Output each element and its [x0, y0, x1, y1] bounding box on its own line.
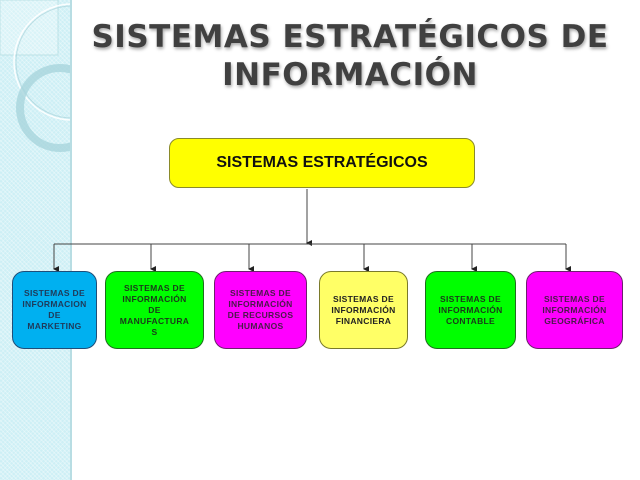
- root-node-label: SISTEMAS ESTRATÉGICOS: [216, 154, 428, 171]
- decorative-side-panel: [0, 0, 72, 480]
- node-recursos-humanos: SISTEMAS DE INFORMACIÓN DE RECURSOS HUMA…: [214, 271, 307, 349]
- slide-title-line-1: SISTEMAS ESTRATÉGICOS DE: [91, 19, 609, 55]
- node-recursos-humanos-label: SISTEMAS DE INFORMACIÓN DE RECURSOS HUMA…: [227, 288, 294, 331]
- node-contable: SISTEMAS DE INFORMACIÓN CONTABLE: [425, 271, 516, 349]
- decorative-circles-icon: [0, 0, 70, 152]
- node-manufactura: SISTEMAS DE INFORMACIÓN DE MANUFACTURA S: [105, 271, 204, 349]
- root-node-sistemas-estrategicos: SISTEMAS ESTRATÉGICOS: [169, 138, 475, 188]
- node-financiera-label: SISTEMAS DE INFORMACIÓN FINANCIERA: [331, 293, 396, 326]
- node-financiera: SISTEMAS DE INFORMACIÓN FINANCIERA: [319, 271, 408, 349]
- node-manufactura-label: SISTEMAS DE INFORMACIÓN DE MANUFACTURA S: [119, 282, 190, 337]
- slide-title: SISTEMAS ESTRATÉGICOS DE INFORMACIÓN: [70, 18, 630, 94]
- node-marketing: SISTEMAS DE INFORMACION DE MARKETING: [12, 271, 97, 349]
- slide-title-line-2: INFORMACIÓN: [222, 57, 478, 93]
- node-geografica: SISTEMAS DE INFORMACIÓN GEOGRÁFICA: [526, 271, 623, 349]
- node-geografica-label: SISTEMAS DE INFORMACIÓN GEOGRÁFICA: [542, 293, 607, 326]
- node-contable-label: SISTEMAS DE INFORMACIÓN CONTABLE: [438, 293, 503, 326]
- node-marketing-label: SISTEMAS DE INFORMACION DE MARKETING: [22, 288, 87, 331]
